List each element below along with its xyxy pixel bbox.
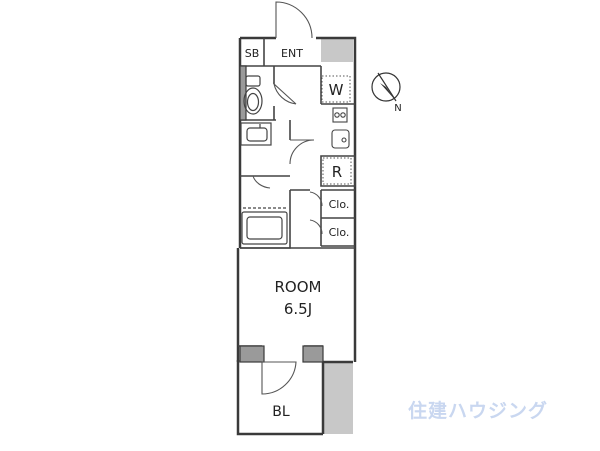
closet-door-lower [309, 219, 323, 235]
doors [252, 1, 323, 395]
bath-door [252, 175, 271, 189]
wall-stubs [239, 65, 324, 363]
fridge-label: R [332, 163, 342, 181]
room-label: ROOM [275, 278, 322, 296]
room-size-label: 6.5J [284, 300, 312, 318]
washer-space [321, 75, 351, 103]
balcony-label: BL [272, 404, 290, 420]
compass-icon [371, 72, 401, 102]
toilet-icon [243, 75, 263, 115]
closet-upper-label: Clo. [329, 198, 350, 211]
closet-lower-label: Clo. [329, 226, 350, 239]
balcony-door [261, 361, 297, 395]
north-label: N [394, 103, 401, 114]
shoe-box-label: SB [245, 47, 260, 60]
entrance-door [275, 1, 313, 39]
shaded-pillar-top [321, 38, 353, 62]
watermark-logo: 住建ハウジング [408, 400, 549, 422]
kitchen-counter [331, 107, 350, 149]
shaded-pillar-bottom [323, 362, 353, 434]
closet-door-upper [309, 191, 323, 207]
washroom-door [289, 139, 315, 165]
entrance-label: ENT [281, 47, 303, 60]
toilet-door [273, 82, 297, 105]
bathtub-icon [241, 207, 288, 245]
fridge-space [322, 157, 352, 185]
washbasin-icon [240, 122, 272, 146]
washer-label: W [329, 81, 344, 99]
